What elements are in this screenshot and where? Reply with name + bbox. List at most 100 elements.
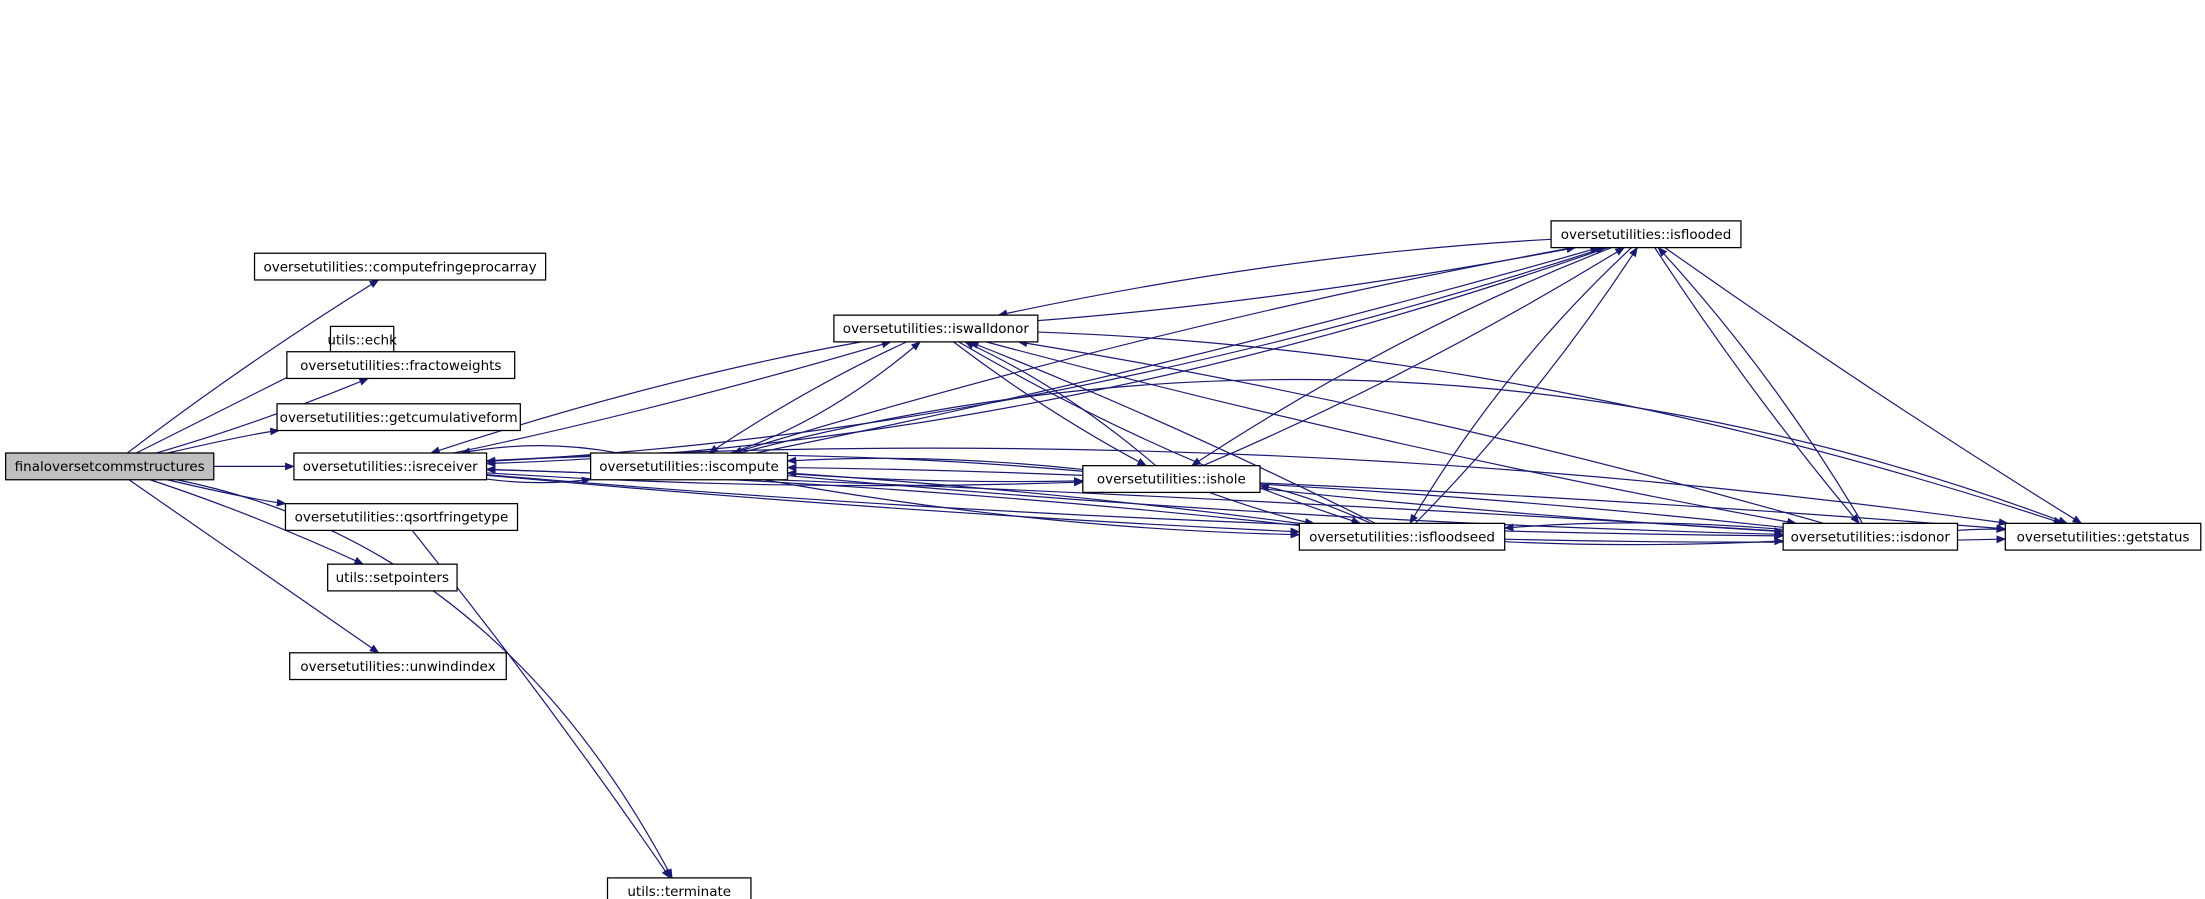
edge-isflooded-to-isfloodseed [1409,247,1633,525]
node-box [253,252,547,281]
node-label: oversetutilities::getstatus [2017,529,2190,545]
edge-final-to-setpointers [149,479,365,565]
node-box [289,652,507,681]
node-isflooded[interactable]: oversetutilities::isflooded [1550,220,1742,249]
edge-iscompute-to-iswalldonor [730,341,921,454]
node-setpointers[interactable]: utils::setpointers [327,563,458,592]
node-label: oversetutilities::iswalldonor [843,321,1030,337]
node-box [1082,465,1261,494]
node-getcumulativeform[interactable]: oversetutilities::getcumulativeform [276,403,521,432]
edge-isflooded-to-getstatus [1664,247,2083,524]
edge-ishole-to-isfloodseed [1209,491,1315,526]
node-label: oversetutilities::iscompute [599,459,779,475]
edge-iswalldonor-to-getstatus [1037,331,2064,525]
edge-final-to-computefringeprocarray [126,279,380,454]
node-box [1550,220,1742,249]
edge-isflooded-to-iscompute [732,247,1574,455]
node-ishole[interactable]: oversetutilities::ishole [1082,465,1261,494]
node-box [589,452,789,481]
node-box [329,325,395,354]
edge-isfloodseed-to-isflooded [1414,246,1638,524]
edge-final-to-getcumulativeform [167,427,281,454]
node-label: oversetutilities::unwindindex [300,659,495,675]
node-final[interactable]: finaloversetcommstructures [4,452,215,481]
edge-iscompute-to-isdonor [787,474,1785,539]
edge-iswalldonor-to-isdonor [985,341,1798,526]
edge-iscompute-to-isflooded [755,246,1601,454]
edge-ishole-to-iswalldonor [964,341,1157,467]
node-label: finaloversetcommstructures [15,459,205,475]
edge-ishole-to-getstatus [1259,482,2007,533]
edge-iswalldonor-to-iscompute [708,341,907,454]
node-getstatus[interactable]: oversetutilities::getstatus [2004,522,2202,551]
node-unwindindex[interactable]: oversetutilities::unwindindex [289,652,507,681]
node-label: utils::setpointers [336,570,449,586]
edge-isfloodseed-to-iswalldonor [968,341,1376,524]
edge-isreceiver-to-iswalldonor [453,340,892,454]
node-box [286,351,516,380]
node-box [4,452,215,481]
edge-ishole-to-isflooded [1202,247,1626,467]
edge-iswalldonor-to-isfloodseed [958,341,1362,525]
edge-isreceiver-to-ishole [486,472,1084,487]
edge-iscompute-to-isfloodseed [763,479,1301,539]
node-label: oversetutilities::qsortfringetype [295,510,509,526]
node-isdonor[interactable]: oversetutilities::isdonor [1782,522,1959,551]
node-box [606,877,752,899]
node-box [327,563,458,592]
node-label: oversetutilities::isdonor [1791,529,1951,545]
edge-final-to-fractoweights [155,377,370,454]
node-box [276,403,521,432]
edge-isdonor-to-getstatus [1957,525,2007,533]
node-computefringeprocarray[interactable]: oversetutilities::computefringeprocarray [253,252,547,281]
node-label: oversetutilities::getcumulativeform [280,410,518,426]
node-isreceiver[interactable]: oversetutilities::isreceiver [293,452,488,481]
node-label: utils::terminate [627,884,731,899]
edge-isreceiver-to-isflooded [486,246,1606,463]
edge-iswalldonor-to-isflooded [1037,245,1577,322]
node-label: oversetutilities::computefringeprocarray [263,259,536,275]
edge-isfloodseed-to-iscompute [786,469,1300,524]
node-label: oversetutilities::fractoweights [300,358,501,374]
edge-isflooded-to-iswalldonor [997,238,1552,318]
edge-final-to-unwindindex [128,479,380,654]
node-label: oversetutilities::isreceiver [303,459,478,475]
node-echk[interactable]: utils::echk [327,325,397,354]
edge-isdonor-to-isfloodseed [1503,522,1784,532]
node-terminate[interactable]: utils::terminate [606,877,752,899]
edge-final-to-terminate [176,479,673,879]
node-qsortfringetype[interactable]: oversetutilities::qsortfringetype [284,503,519,532]
node-box [1782,522,1959,551]
edge-isdonor-to-isflooded [1657,246,1863,524]
edge-isflooded-to-isreceiver [485,247,1608,468]
edge-ishole-to-isdonor [1259,487,1785,536]
edge-iscompute-to-getstatus [739,378,2069,524]
node-box [2004,522,2202,551]
edge-iscompute-to-isreceiver [460,445,619,456]
node-box [1298,522,1506,551]
node-fractoweights[interactable]: oversetutilities::fractoweights [286,351,516,380]
edge-iscompute-to-ishole [787,472,1084,485]
node-iswalldonor[interactable]: oversetutilities::iswalldonor [833,314,1039,343]
edge-isflooded-to-isdonor [1654,247,1860,525]
edge-isdonor-to-iswalldonor [1017,339,1824,524]
edge-isreceiver-to-isdonor [486,474,1785,540]
nodes-layer: finaloversetcommstructures oversetutiliti… [4,220,2202,899]
edge-isfloodseed-to-ishole [1259,483,1372,524]
edges-layer [126,238,2083,879]
edge-isreceiver-to-isfloodseed [486,474,1301,536]
node-label: oversetutilities::isflooded [1561,227,1732,243]
edge-ishole-to-iscompute [786,456,1083,471]
edge-isreceiver-to-iscompute [486,476,592,485]
edge-isdonor-to-iscompute [786,463,1784,528]
node-label: oversetutilities::ishole [1097,472,1246,488]
edge-iswalldonor-to-isreceiver [429,341,862,454]
node-isfloodseed[interactable]: oversetutilities::isfloodseed [1298,522,1506,551]
node-box [293,452,488,481]
node-iscompute[interactable]: oversetutilities::iscompute [589,452,789,481]
node-box [833,314,1039,343]
node-box [284,503,519,532]
edge-iswalldonor-to-ishole [953,341,1148,467]
node-label: oversetutilities::isfloodseed [1309,529,1495,545]
